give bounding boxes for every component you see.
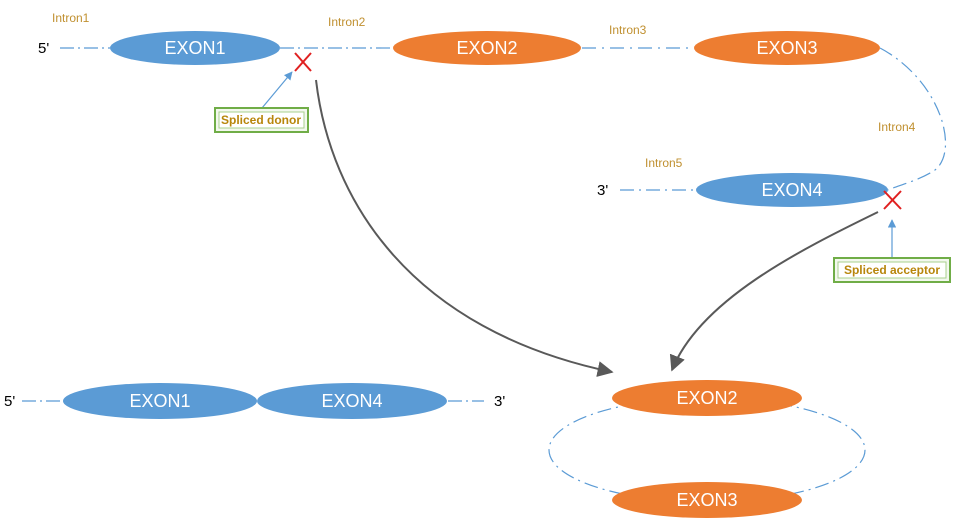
exon3-shape	[694, 31, 880, 65]
linear-exon4-label: EXON4	[321, 391, 382, 411]
linear-exon4-shape	[257, 383, 447, 419]
pre-mrna-five-prime: 5'	[38, 40, 49, 57]
intron1-label: Intron1	[52, 11, 90, 25]
acceptor-callout-label: Spliced acceptor	[844, 263, 940, 277]
pre-mrna-three-prime: 3'	[597, 182, 608, 199]
linear-three-prime: 3'	[494, 393, 505, 410]
donor-callout-label: Spliced donor	[221, 113, 301, 127]
linear-five-prime: 5'	[4, 393, 15, 410]
linear-product: EXON1 EXON4 5' 3'	[4, 383, 505, 419]
intron4-line	[879, 47, 947, 191]
exon3-label: EXON3	[756, 38, 817, 58]
circle-exon3-label: EXON3	[676, 490, 737, 510]
circle-exon2-shape	[612, 380, 802, 416]
pre-mrna-introns	[60, 47, 947, 191]
exon2-label: EXON2	[456, 38, 517, 58]
donor-callout-box: Spliced donor	[214, 107, 309, 133]
acceptor-to-circle-arrow	[669, 211, 879, 372]
circle-exon2-label: EXON2	[676, 388, 737, 408]
exon4-label: EXON4	[761, 180, 822, 200]
linear-exon1-shape	[63, 383, 257, 419]
intron3-label: Intron3	[609, 23, 647, 37]
linear-exon1-label: EXON1	[129, 391, 190, 411]
donor-splice-mark	[294, 52, 312, 72]
circle-exon3-shape	[612, 482, 802, 518]
intron5-label: Intron5	[645, 156, 683, 170]
exon2-shape	[393, 31, 581, 65]
circular-product: EXON2 EXON3	[548, 380, 866, 518]
donor-to-circle-arrow	[315, 79, 614, 377]
intron4-label: Intron4	[878, 120, 916, 134]
exon1-label: EXON1	[164, 38, 225, 58]
donor-callout-arrow	[261, 71, 293, 109]
acceptor-splice-mark	[883, 190, 902, 210]
exon4-shape	[696, 173, 888, 207]
exon1-shape	[110, 31, 280, 65]
acceptor-callout-box: Spliced acceptor	[833, 257, 951, 283]
pre-mrna-exons: EXON1 EXON2 EXON3 EXON4	[110, 31, 888, 207]
intron2-label: Intron2	[328, 15, 366, 29]
